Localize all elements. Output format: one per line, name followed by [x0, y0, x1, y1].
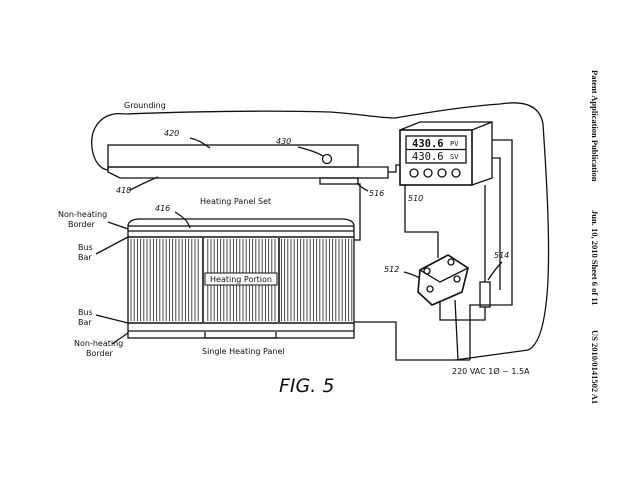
controller-button-3 [437, 168, 447, 178]
heating-portion-label: Heating Portion [210, 275, 272, 284]
grounding-label: Grounding [124, 101, 166, 110]
sv-label: SV [450, 153, 459, 161]
ref-418: 418 [116, 186, 131, 195]
leader-nonheating-top [107, 221, 129, 230]
wire-bar-controller [388, 164, 400, 173]
relay-terminal-4 [453, 275, 461, 283]
single-panel-bracket [204, 332, 277, 339]
heating-panel-set-label: Heating Panel Set [200, 197, 271, 206]
bus-bar-bottom-text: Bus [78, 308, 93, 317]
non-heating-border-bottom-text: Non-heating [74, 339, 123, 348]
relay-terminal-1 [423, 267, 431, 275]
controller-button-4 [451, 168, 461, 178]
wire-panel-power [354, 321, 470, 361]
leader-nonheating-bottom [111, 332, 129, 345]
controller-side [471, 121, 493, 186]
wire-resistor-relay [439, 302, 486, 321]
bus-bar-top-label: Bus Bar [78, 243, 95, 262]
leader-516 [356, 182, 369, 192]
publication-header: Patent Application Publication [590, 70, 600, 182]
single-heating-panel-label: Single Heating Panel [202, 347, 285, 356]
leader-430 [297, 146, 324, 157]
pv-value: 430.6 [412, 138, 444, 150]
controller-button-1 [409, 168, 419, 178]
sensor-430 [321, 153, 333, 165]
panel-420 [107, 144, 359, 168]
date-sheet-header: Jun. 10, 2010 Sheet 6 of 11 [590, 210, 600, 305]
resistor-514 [479, 281, 491, 308]
heating-portion-box [204, 272, 278, 286]
bus-bar-bottom-text-2: Bar [78, 318, 92, 327]
ref-510: 510 [408, 194, 423, 203]
panel-set-bracket [127, 218, 355, 227]
bus-bar-top-text: Bus [78, 243, 93, 252]
ref-430: 430 [276, 137, 291, 146]
controller-510 [399, 129, 473, 186]
wire-relay-power [454, 299, 459, 361]
ref-416: 416 [155, 204, 170, 213]
leader-512 [403, 271, 421, 279]
leader-420 [189, 137, 211, 149]
wire-516-panel [354, 183, 361, 241]
power-supply-label: 220 VAC 1Ø ~ 1.5A [452, 366, 530, 376]
non-heating-border-bottom-label: Non-heating Border [74, 339, 126, 358]
leader-418 [129, 176, 159, 191]
relay-terminal-3 [426, 285, 434, 293]
relay-terminal-2 [447, 258, 455, 266]
non-heating-border-top-text: Non-heating [58, 210, 107, 219]
bus-bar-bottom-label: Bus Bar [78, 308, 95, 327]
controller-top [399, 121, 492, 131]
bar-418 [107, 166, 389, 179]
controller-button-2 [423, 168, 433, 178]
non-heating-border-bottom-text-2: Border [86, 349, 114, 358]
leader-busbar-top [95, 236, 129, 255]
non-heating-border-top-text-2: Border [68, 220, 96, 229]
sv-value: 430.6 [412, 151, 444, 163]
wire-controller-power-b [492, 157, 501, 290]
wire-controller-relay [404, 185, 439, 258]
pv-label: PV [450, 140, 459, 148]
bus-bar-top-text-2: Bar [78, 253, 92, 262]
leader-busbar-bottom [95, 314, 129, 324]
leader-514 [487, 261, 503, 281]
ref-420: 420 [164, 129, 179, 138]
publication-number-header: US 2010/0141502 A1 [590, 330, 600, 404]
relay-top-face [418, 254, 470, 283]
non-heating-border-top-label: Non-heating Border [58, 210, 110, 229]
wire-controller-power-a [469, 139, 513, 360]
bracket-516 [319, 177, 359, 185]
ref-512: 512 [384, 265, 399, 274]
ref-514: 514 [494, 251, 509, 260]
ref-516: 516 [369, 189, 384, 198]
figure-caption: FIG. 5 [279, 375, 334, 397]
